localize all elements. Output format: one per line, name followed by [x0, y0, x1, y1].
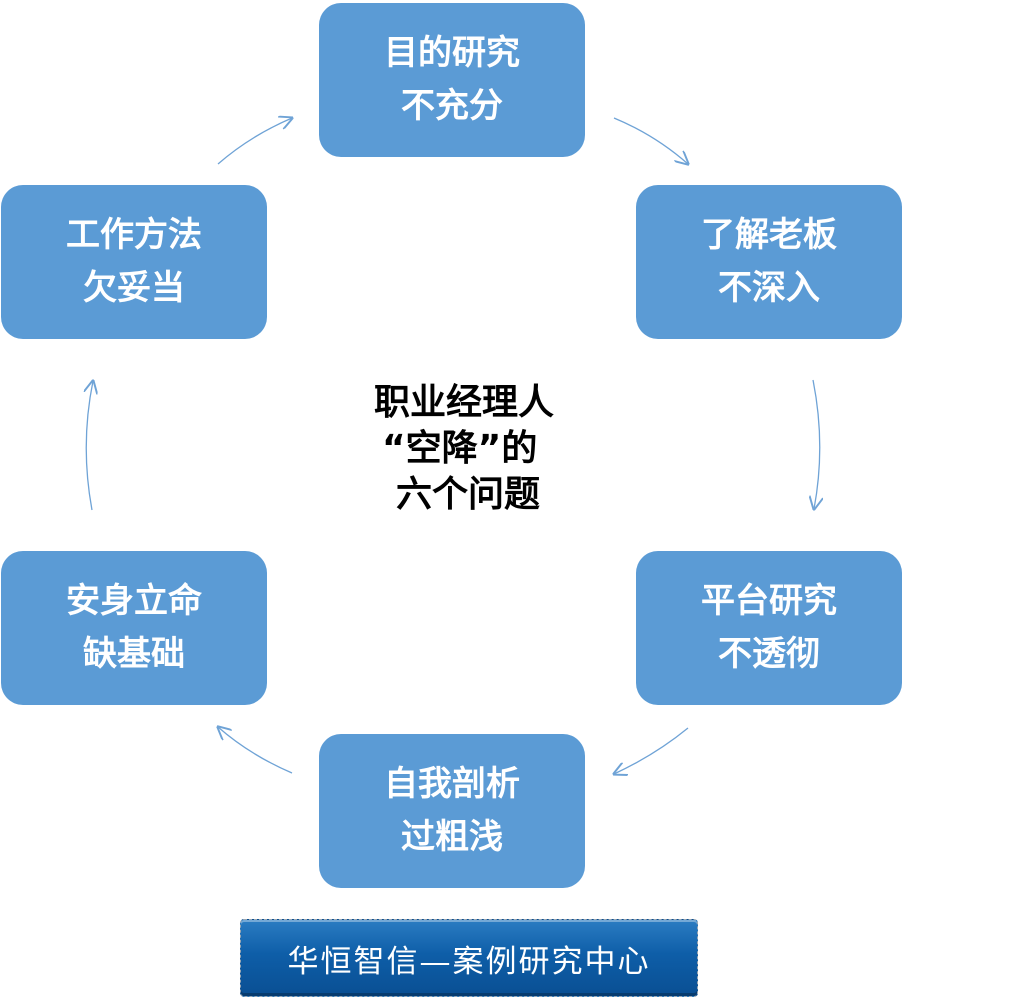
center-title-line3: 六个问题	[396, 474, 541, 515]
footer-banner-text: 华恒智信—案例研究中心	[287, 943, 651, 980]
node-know-boss: 了解老板 不深入	[636, 185, 902, 339]
node-platform-research: 平台研究 不透彻	[636, 551, 902, 705]
center-title: 职业经理人 “空降”的 六个问题	[340, 380, 600, 518]
node-self-analysis: 自我剖析 过粗浅	[319, 734, 585, 888]
node-label-line2: 缺基础	[83, 634, 185, 674]
node-label-line1: 了解老板	[701, 215, 837, 255]
node-label-line1: 目的研究	[384, 33, 520, 73]
arrow-right2-to-bottom	[614, 727, 689, 774]
node-label-line2: 不充分	[401, 86, 503, 126]
node-label-line1: 工作方法	[66, 215, 202, 255]
node-label-line1: 平台研究	[701, 581, 837, 621]
footer-banner: 华恒智信—案例研究中心	[240, 919, 698, 997]
node-purpose-research: 目的研究 不充分	[319, 3, 585, 157]
arrow-right1-to-right2	[813, 379, 820, 509]
arrow-left1-to-top	[217, 118, 292, 165]
center-title-line1: 职业经理人	[374, 382, 555, 423]
node-work-method: 工作方法 欠妥当	[1, 185, 267, 339]
node-label-line2: 不透彻	[718, 634, 820, 674]
center-title-line2: “空降”的	[382, 428, 538, 469]
node-label-line2: 过粗浅	[401, 817, 503, 857]
arrow-bottom-to-left2	[218, 727, 293, 774]
arrow-left2-to-left1	[86, 381, 93, 511]
node-foundation: 安身立命 缺基础	[1, 551, 267, 705]
node-label-line2: 欠妥当	[83, 268, 185, 308]
arrow-top-to-right1	[613, 117, 688, 164]
node-label-line1: 自我剖析	[384, 764, 520, 804]
node-label-line2: 不深入	[718, 268, 820, 308]
node-label-line1: 安身立命	[66, 581, 202, 621]
